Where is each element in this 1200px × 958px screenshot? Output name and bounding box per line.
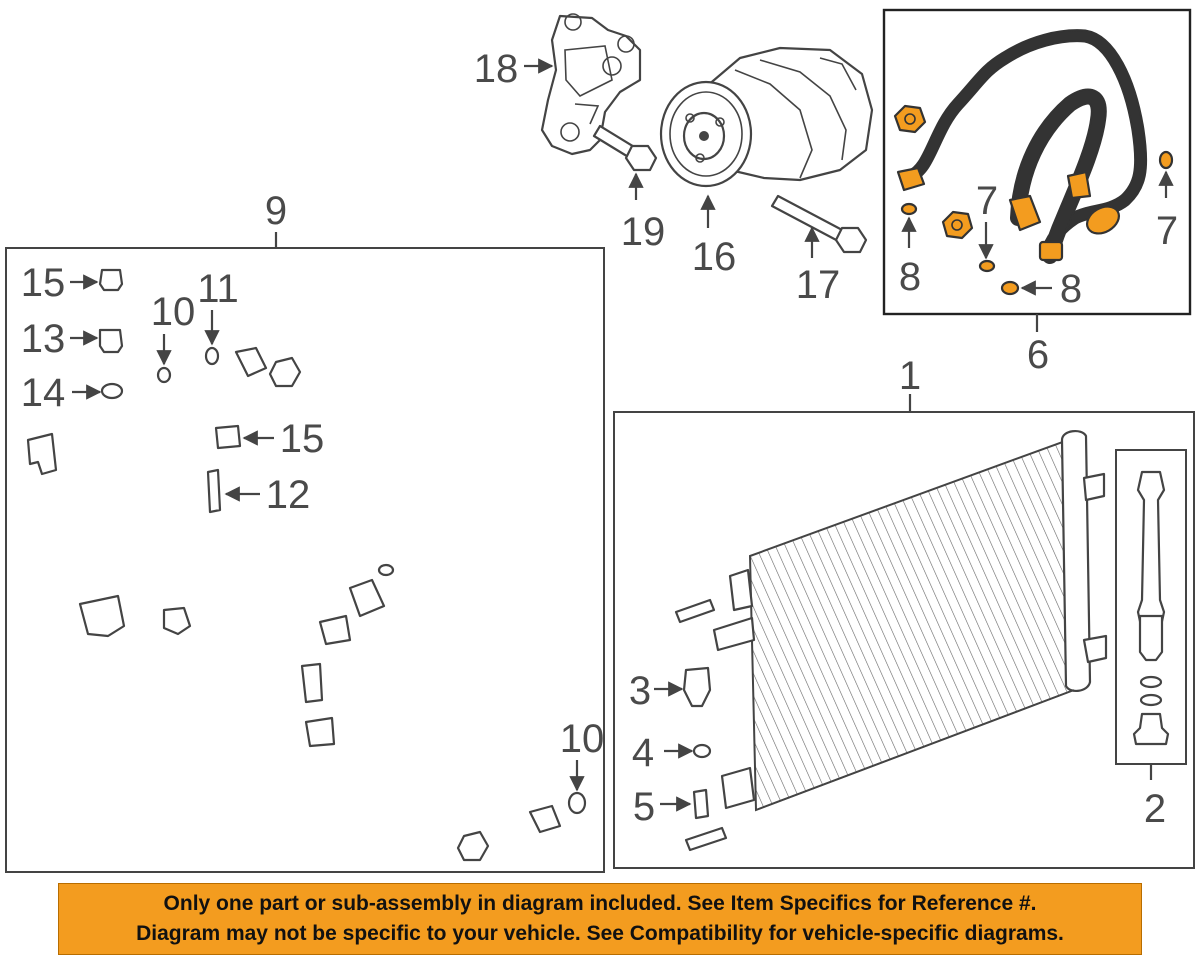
callout-15-top: 15 — [21, 261, 66, 305]
line-assembly-parts — [26, 268, 587, 862]
callout-7-left: 7 — [976, 179, 998, 223]
callout-5: 5 — [633, 785, 655, 829]
callout-10-top: 10 — [151, 290, 196, 334]
highlighted-hose-assembly — [893, 29, 1174, 296]
callout-labels: 1 2 3 4 5 6 7 7 8 8 9 10 10 11 12 13 14 … — [21, 47, 1178, 831]
desiccant-box — [1115, 449, 1187, 780]
disclaimer-line-1: Only one part or sub-assembly in diagram… — [163, 892, 1037, 915]
callout-8-left: 8 — [899, 255, 921, 299]
bolt-part-17 — [770, 194, 868, 254]
callout-19: 19 — [621, 210, 666, 254]
disclaimer-banner: Only one part or sub-assembly in diagram… — [58, 883, 1142, 955]
callout-4: 4 — [632, 731, 654, 775]
disclaimer-line-2: Diagram may not be specific to your vehi… — [136, 922, 1064, 945]
callout-7-right: 7 — [1156, 209, 1178, 253]
callout-9: 9 — [265, 189, 287, 233]
bolt-part-19 — [592, 124, 658, 172]
callout-15-mid: 15 — [280, 417, 325, 461]
callout-1: 1 — [899, 354, 921, 398]
callout-12: 12 — [266, 473, 311, 517]
bracket-part-18 — [540, 13, 642, 156]
callout-11: 11 — [197, 267, 239, 311]
callout-17: 17 — [796, 263, 841, 307]
hose-assembly-box — [882, 8, 1192, 332]
callout-14: 14 — [21, 371, 66, 415]
callout-3: 3 — [629, 669, 651, 713]
line-assembly-box — [5, 232, 605, 873]
callout-8-right: 8 — [1060, 267, 1082, 311]
callout-18: 18 — [474, 47, 519, 91]
callout-6: 6 — [1027, 333, 1049, 377]
callout-16: 16 — [692, 235, 737, 279]
condenser-box — [613, 394, 1195, 869]
callout-10-bottom: 10 — [560, 717, 605, 761]
parts-diagram: 1 2 3 4 5 6 7 7 8 8 9 10 10 11 12 13 14 … — [5, 8, 1195, 873]
callout-13: 13 — [21, 317, 66, 361]
condenser-part — [674, 430, 1108, 852]
callout-2: 2 — [1144, 787, 1166, 831]
compressor-part-16 — [659, 46, 874, 188]
